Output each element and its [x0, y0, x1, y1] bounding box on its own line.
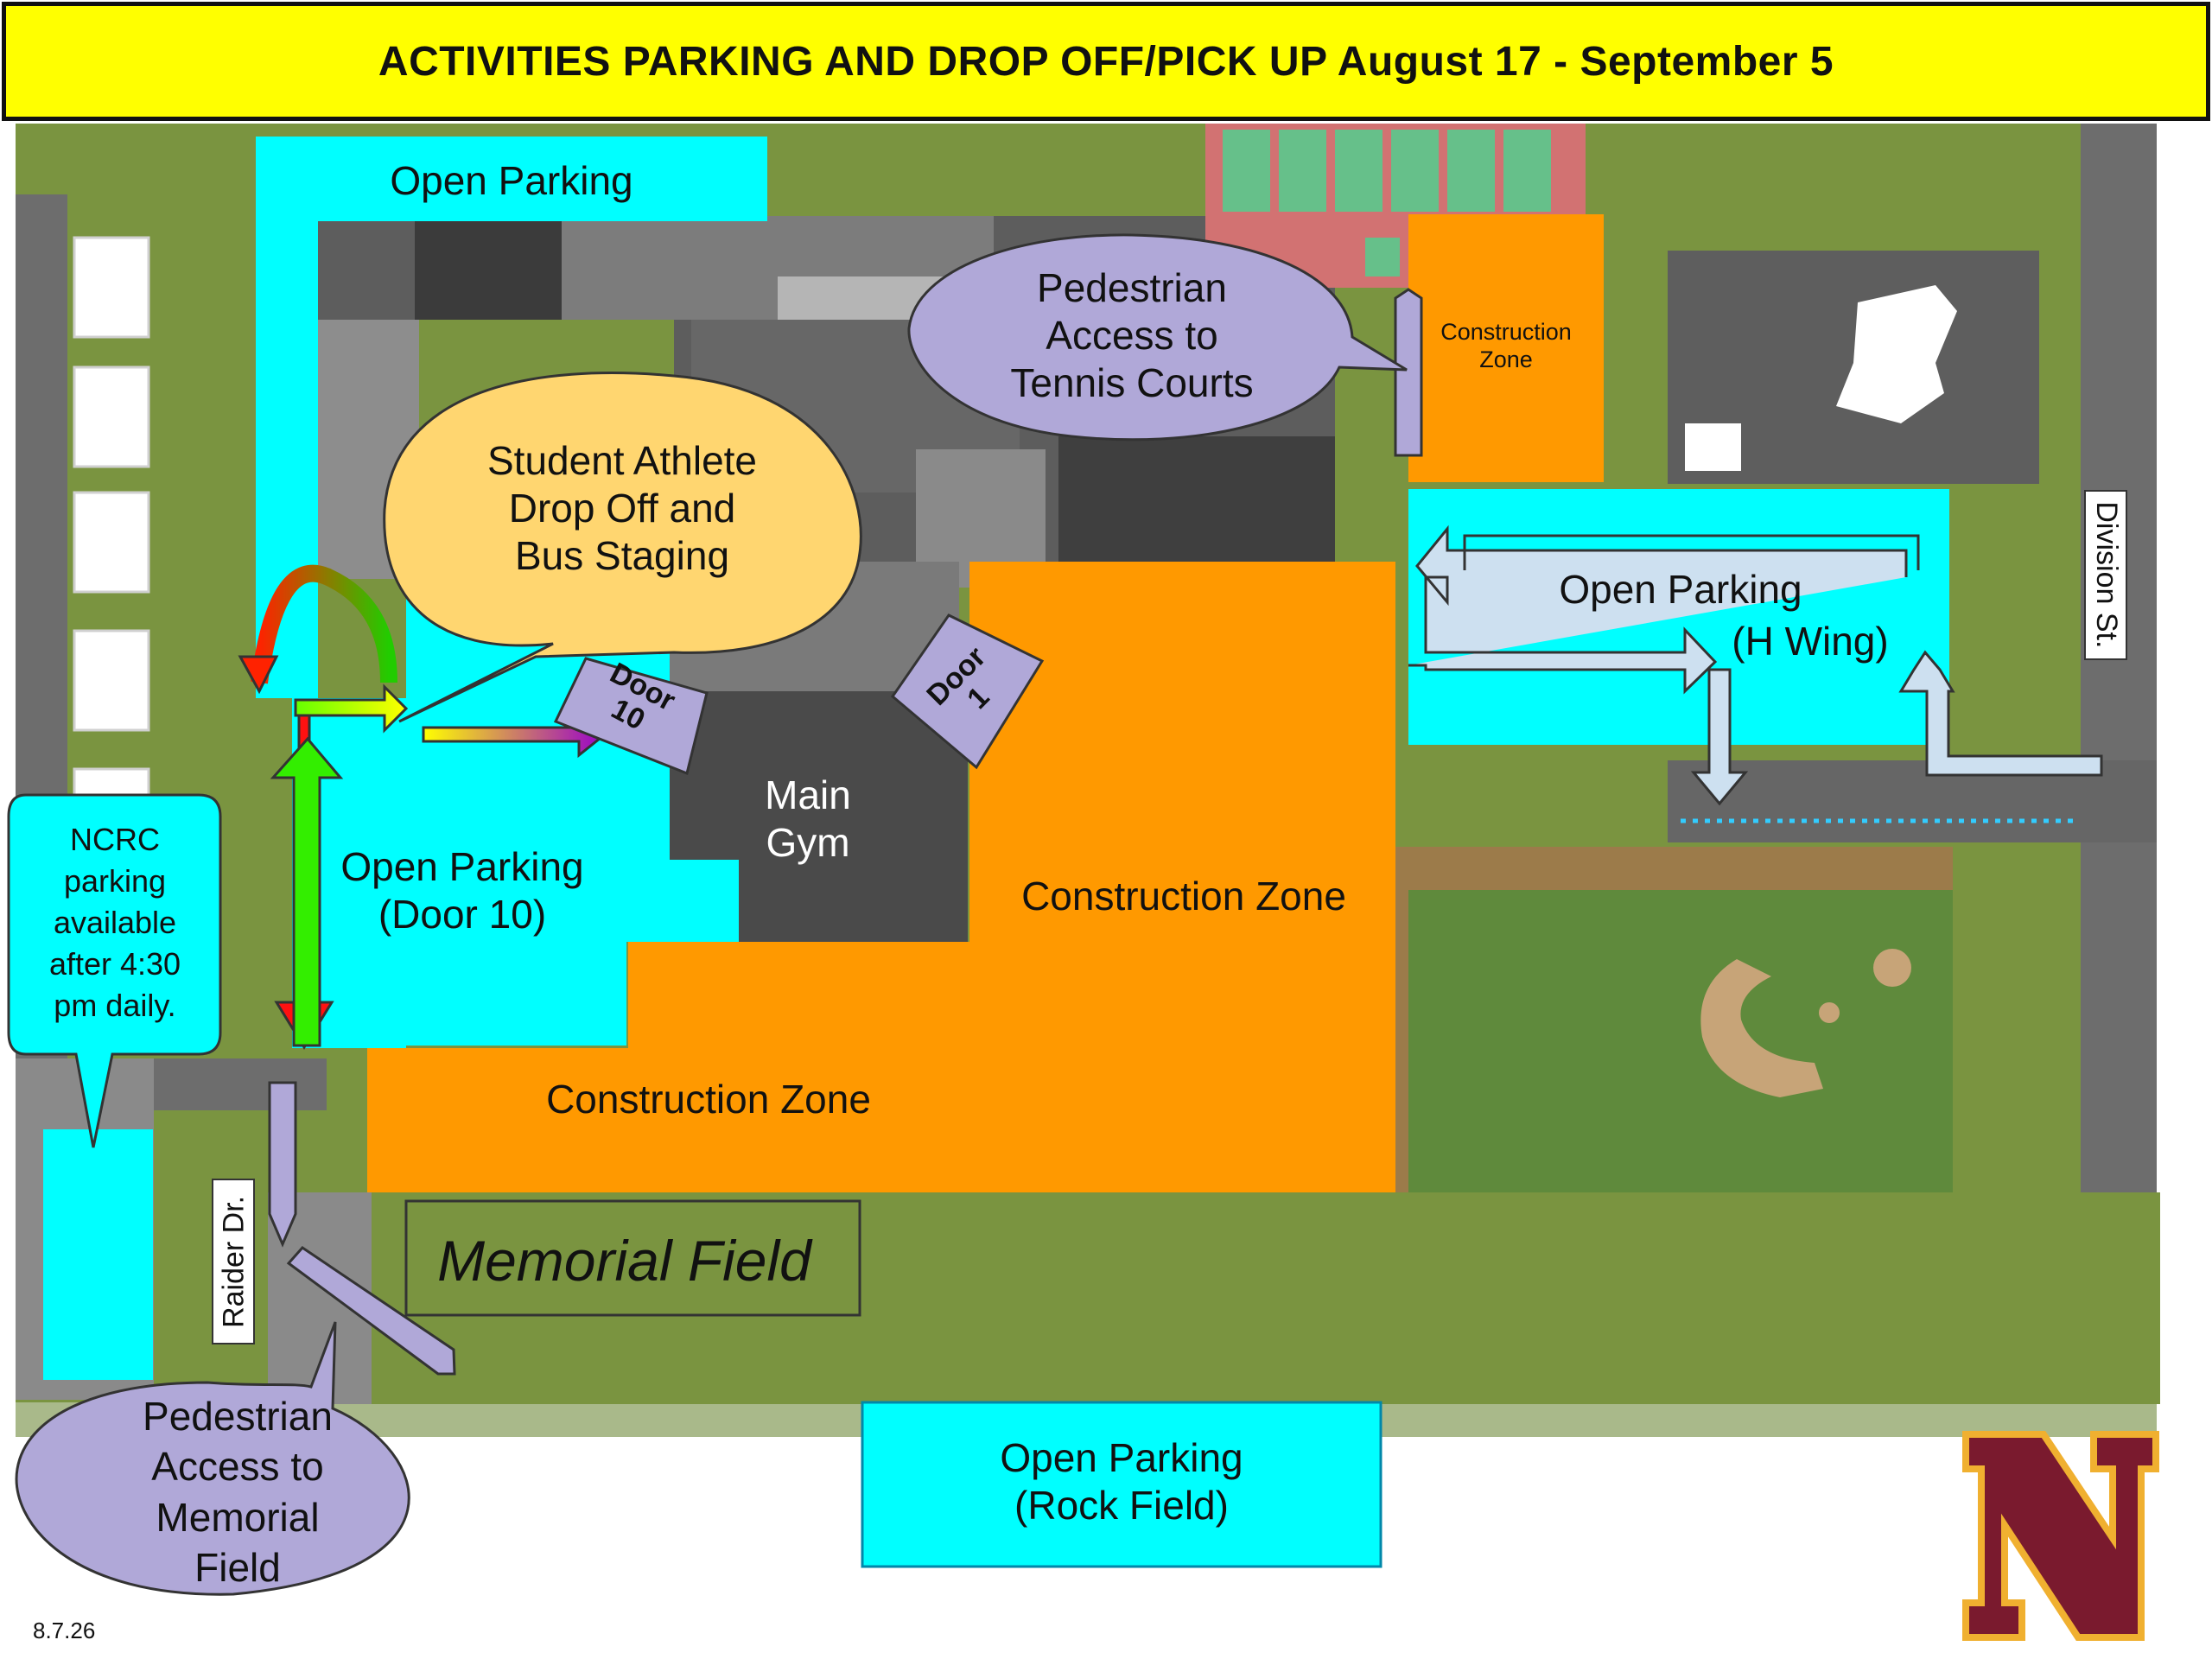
construction-areas [367, 214, 1604, 1192]
page-title: ACTIVITIES PARKING AND DROP OFF/PICK UP … [378, 38, 1834, 85]
callout-student-athlete-bubble [383, 372, 862, 723]
baseball-field [1408, 890, 1953, 1192]
label-main-gym: Main Gym [765, 772, 851, 866]
label-memorial-field: Memorial Field [437, 1229, 811, 1293]
door-1-marker [890, 613, 1045, 770]
memorial-field-area [367, 1192, 2160, 1404]
memorial-field-box [404, 1199, 861, 1317]
tennis-pedestrian-arrow [1394, 288, 1423, 457]
callout-memorial-text: Pedestrian Access to Memorial Field [143, 1394, 333, 1591]
title-banner: ACTIVITIES PARKING AND DROP OFF/PICK UP … [2, 2, 2210, 121]
callout-tennis-text: Pedestrian Access to Tennis Courts [1010, 265, 1254, 406]
date-code: 8.7.26 [33, 1618, 96, 1643]
label-construction-small: Construction Zone [1440, 319, 1572, 373]
label-raider-dr: Raider Dr. [217, 1195, 251, 1328]
label-division-st: Division St. [2089, 501, 2123, 649]
callout-ncrc-text: NCRC parking available after 4:30 pm dai… [48, 822, 181, 1023]
door-10-marker [553, 657, 709, 776]
callout-memorial-bubble [15, 1321, 410, 1596]
parking-ncrc [43, 1129, 153, 1380]
memorial-pedestrian-arrow [286, 1246, 456, 1376]
label-h-wing: (H Wing) [1732, 619, 1889, 664]
callout-student-athlete-text: Student Athlete Drop Off and Bus Staging [486, 438, 758, 579]
label-open-parking-h-wing: Open Parking [1559, 567, 1802, 612]
label-open-parking-rock-field: Open Parking (Rock Field) [1000, 1435, 1243, 1529]
construction-small [1408, 214, 1604, 482]
label-construction-south: Construction Zone [546, 1077, 871, 1122]
h-wing-arrows [1408, 524, 2103, 806]
label-open-parking-north: Open Parking [390, 158, 633, 203]
east-building [1836, 285, 1957, 423]
parking-north-strip [256, 137, 318, 698]
division-st-sign [2084, 490, 2127, 660]
parking-north-top [256, 137, 767, 221]
label-construction-main: Construction Zone [1021, 874, 1346, 918]
raider-dr-sign [212, 1179, 255, 1344]
apartment-buildings [73, 236, 150, 840]
raider-dr-pedestrian-arrow [268, 1081, 297, 1248]
school-logo [1962, 1431, 2159, 1641]
callout-tennis-bubble [907, 233, 1408, 442]
label-open-parking-door10: Open Parking (Door 10) [340, 844, 584, 938]
dropoff-arrow [294, 683, 409, 734]
parking-rock-field [861, 1401, 1382, 1568]
construction-main [367, 562, 1395, 1192]
entry-arrow-green [270, 736, 344, 1047]
turnaround-arc [251, 564, 397, 684]
callout-ncrc-bubble [7, 793, 222, 1148]
